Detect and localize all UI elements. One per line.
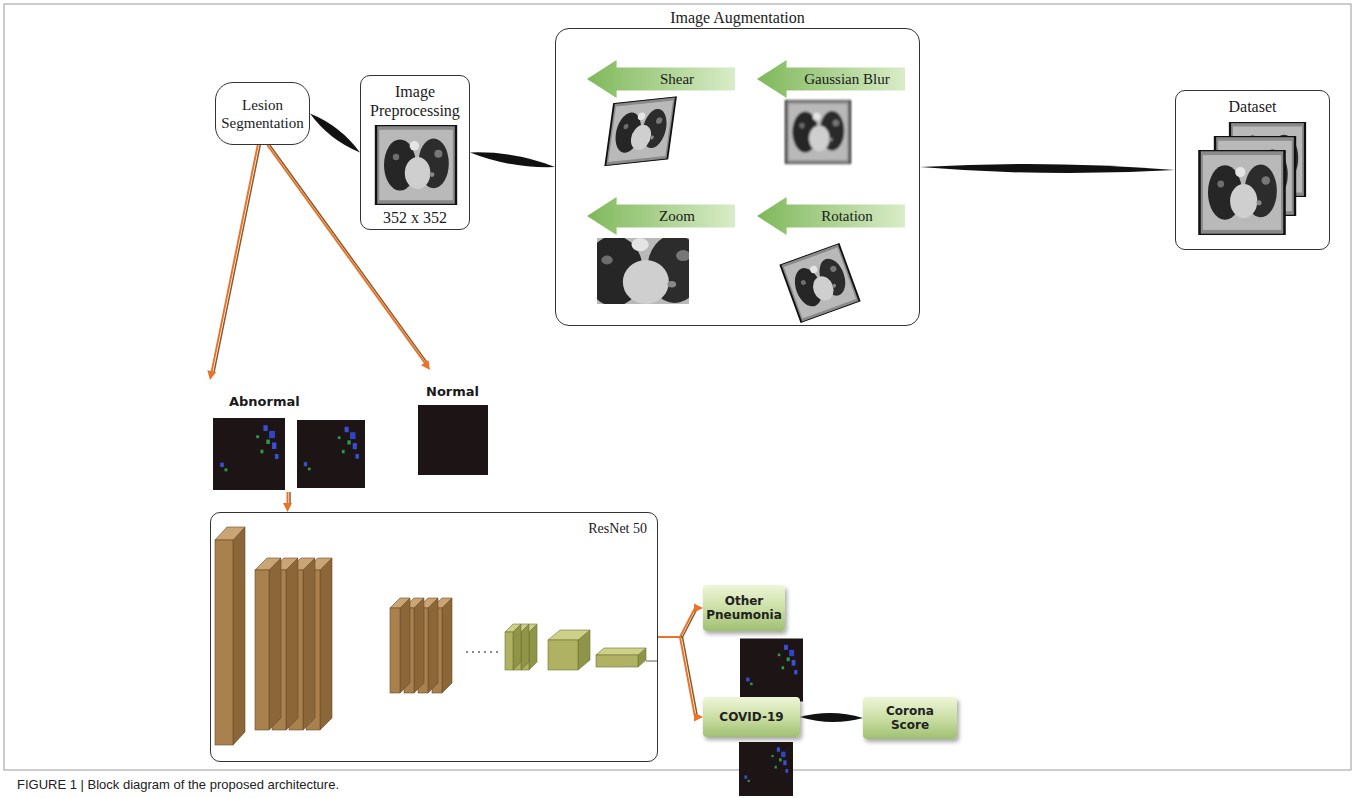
node-label: Corona Score xyxy=(863,704,957,732)
node-label: Rotation xyxy=(757,197,905,235)
pneumonia-mask xyxy=(740,639,803,702)
spindle-connector xyxy=(800,713,863,722)
node-label: ResNet 50 xyxy=(211,513,657,537)
node-sublabel: 352 x 352 xyxy=(361,208,469,227)
connector xyxy=(658,637,703,722)
augmentation-arrow: Shear xyxy=(587,60,735,98)
connector xyxy=(310,114,360,153)
node-label: Abnormal xyxy=(205,380,370,409)
arrowhead xyxy=(283,503,292,512)
class-label: COVID-19 xyxy=(703,697,800,737)
dataset-box: Dataset xyxy=(1175,90,1330,250)
blur-image xyxy=(786,100,850,164)
arrow-body xyxy=(757,197,905,235)
figure-caption: FIGURE 1 | Block diagram of the proposed… xyxy=(17,777,339,793)
arrow-body xyxy=(587,197,735,235)
figure-frame xyxy=(4,4,1351,770)
connector xyxy=(800,713,863,722)
arrowhead xyxy=(421,360,430,370)
rotation-image xyxy=(780,243,859,322)
node-label: COVID-19 xyxy=(715,710,787,724)
connector-line xyxy=(214,145,261,374)
connector xyxy=(267,145,430,370)
connector xyxy=(283,492,292,512)
resnet-layers xyxy=(215,527,452,745)
arrow-body xyxy=(587,60,735,98)
shear-image xyxy=(605,97,676,166)
spindle-connector xyxy=(920,164,1175,173)
node-label: Image Preprocessing xyxy=(361,76,469,120)
connector xyxy=(207,145,260,380)
abnormal-mask xyxy=(297,420,365,488)
arrow-body xyxy=(757,60,905,98)
layer-ellipsis xyxy=(466,651,500,653)
node-label: Shear xyxy=(587,60,735,98)
node-label: Normal xyxy=(415,370,490,399)
connector-line xyxy=(211,145,258,374)
connector xyxy=(470,152,555,167)
spindle-connector xyxy=(310,114,360,153)
arrowhead xyxy=(694,713,703,722)
class-label: Other Pneumonia xyxy=(703,585,785,631)
output-line xyxy=(646,660,657,661)
spindle-connector xyxy=(470,152,555,167)
normal-output: Normal xyxy=(415,370,490,478)
connector-line xyxy=(658,608,697,637)
preprocessed-image xyxy=(376,125,456,205)
score-label: Corona Score xyxy=(863,697,957,739)
normal-mask xyxy=(418,405,488,475)
connector xyxy=(920,164,1175,173)
node-label: Gaussian Blur xyxy=(757,60,905,98)
augmentation-group: Image AugmentationShear Gaussian BlurZoom… xyxy=(555,8,920,326)
connector xyxy=(658,604,703,638)
node-label: Other Pneumonia xyxy=(702,594,786,622)
connector-line xyxy=(658,637,697,717)
node-label: Dataset xyxy=(1176,91,1329,116)
node-label: Image Augmentation xyxy=(555,8,920,27)
resnet-box: ResNet 50 xyxy=(210,512,658,762)
node-label: Lesion Segmentation xyxy=(215,96,309,132)
node-label: Zoom xyxy=(587,197,735,235)
segmentation-box: Lesion Segmentation xyxy=(215,82,310,145)
augmentation-arrow: Gaussian Blur xyxy=(757,60,905,98)
covid-mask xyxy=(739,742,793,796)
arrowhead xyxy=(694,604,703,613)
abnormal-output: Abnormal xyxy=(205,380,370,492)
zoom-image xyxy=(571,216,715,326)
augmentation-arrow: Zoom xyxy=(587,197,735,235)
arrowhead xyxy=(207,370,216,380)
resnet-head-layers xyxy=(505,624,646,670)
augmentation-arrow: Rotation xyxy=(757,197,905,235)
connector-line xyxy=(270,145,429,365)
dataset-images xyxy=(1200,122,1306,235)
connector-line xyxy=(267,145,426,365)
preprocessing-box: Image Preprocessing 352 x 352 xyxy=(360,75,470,230)
abnormal-mask xyxy=(213,418,285,490)
